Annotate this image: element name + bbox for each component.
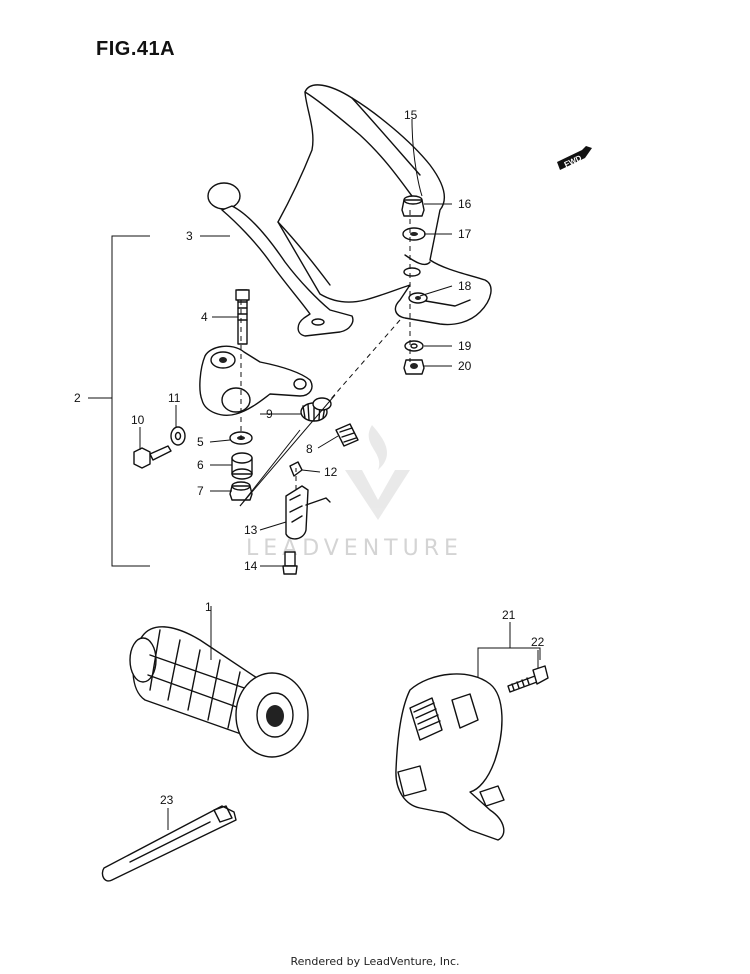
callout-9: 9 bbox=[266, 407, 273, 421]
callout-4: 4 bbox=[201, 310, 208, 324]
callout-15: 15 bbox=[404, 108, 418, 122]
callout-14: 14 bbox=[244, 559, 258, 573]
callout-7: 7 bbox=[197, 484, 204, 498]
footer-credit: Rendered by LeadVenture, Inc. bbox=[290, 955, 460, 968]
watermark-text: LEADVENTURE bbox=[246, 536, 463, 561]
screw-icon-8 bbox=[335, 423, 359, 447]
clutch-lever-icon bbox=[207, 182, 354, 337]
handlebar-switch-icon bbox=[395, 673, 505, 841]
callout-21: 21 bbox=[502, 608, 516, 622]
handlebar-grip-icon bbox=[129, 626, 309, 758]
nut-icon-20 bbox=[403, 359, 425, 375]
callout-12: 12 bbox=[324, 465, 338, 479]
callout-22: 22 bbox=[531, 635, 545, 649]
collar-icon-6 bbox=[231, 452, 253, 480]
callout-11: 11 bbox=[168, 391, 181, 405]
washer-icon-17 bbox=[402, 227, 426, 241]
bolt-icon-22 bbox=[507, 665, 549, 693]
cable-tie-icon bbox=[101, 805, 237, 882]
callout-2: 2 bbox=[74, 391, 81, 405]
nut-icon-16 bbox=[401, 195, 425, 217]
callout-20: 20 bbox=[458, 359, 472, 373]
callout-17: 17 bbox=[458, 227, 472, 241]
hand-guard-icon bbox=[277, 84, 492, 326]
callout-8: 8 bbox=[306, 442, 313, 456]
callout-leaders bbox=[139, 118, 539, 830]
assembly-lines bbox=[239, 210, 411, 507]
callout-10: 10 bbox=[131, 413, 145, 427]
assembly-bracket-21 bbox=[477, 622, 541, 680]
fwd-arrow-icon: FWD bbox=[557, 146, 592, 170]
callout-labels: 1 2 3 4 5 6 7 8 9 10 11 12 13 14 15 16 1… bbox=[74, 108, 545, 807]
callout-19: 19 bbox=[458, 339, 472, 353]
washer-icon-19 bbox=[404, 340, 424, 352]
figure-title: FIG.41A bbox=[96, 38, 176, 60]
callout-6: 6 bbox=[197, 458, 204, 472]
washer-icon-11 bbox=[170, 426, 186, 446]
callout-5: 5 bbox=[197, 435, 204, 449]
lever-holder-icon bbox=[199, 345, 313, 416]
callout-1: 1 bbox=[205, 600, 212, 614]
fwd-label: FWD bbox=[563, 153, 584, 169]
bolt-icon-10 bbox=[133, 445, 172, 469]
clutch-switch-icon-13 bbox=[285, 485, 331, 540]
callout-18: 18 bbox=[458, 279, 472, 293]
callout-13: 13 bbox=[244, 523, 258, 537]
adjuster-icon-9 bbox=[300, 397, 332, 422]
watermark-logo bbox=[345, 425, 410, 520]
nut-icon-7 bbox=[229, 481, 253, 501]
callout-3: 3 bbox=[186, 229, 193, 243]
assembly-bracket-2 bbox=[88, 235, 150, 567]
callout-16: 16 bbox=[458, 197, 472, 211]
callout-23: 23 bbox=[160, 793, 174, 807]
screw-icon-14 bbox=[282, 551, 298, 575]
